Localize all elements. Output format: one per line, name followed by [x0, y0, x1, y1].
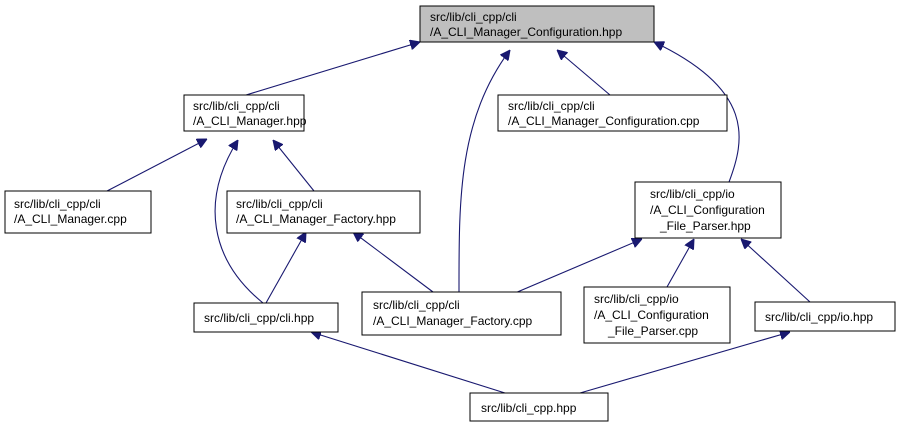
node-parser-cpp[interactable]: src/lib/cli_cpp/io /A_CLI_Configuration … — [583, 286, 731, 344]
edge-parser-hpp-to-configuration-hpp — [654, 42, 740, 183]
node-factory-cpp-line-2: /A_CLI_Manager_Factory.cpp — [373, 314, 533, 328]
node-io-hpp[interactable]: src/lib/cli_cpp/io.hpp — [754, 301, 896, 332]
node-configuration-hpp-line-2: /A_CLI_Manager_Configuration.hpp — [430, 25, 622, 39]
edge-io-hpp-to-parser-hpp — [741, 239, 811, 303]
edge-factory-cpp-to-configuration-hpp — [458, 50, 510, 293]
node-io-hpp-line-1: src/lib/cli_cpp/io.hpp — [765, 310, 873, 324]
node-manager-cpp[interactable]: src/lib/cli_cpp/cli /A_CLI_Manager.cpp — [4, 190, 152, 234]
edge-factory-cpp-to-parser-hpp — [507, 239, 642, 297]
node-factory-hpp[interactable]: src/lib/cli_cpp/cli /A_CLI_Manager_Facto… — [226, 190, 421, 234]
node-parser-hpp[interactable]: src/lib/cli_cpp/io /A_CLI_Configuration … — [634, 181, 782, 239]
node-factory-hpp-line-1: src/lib/cli_cpp/cli — [236, 197, 323, 211]
node-configuration-cpp-line-2: /A_CLI_Manager_Configuration.cpp — [508, 114, 700, 128]
edge-factory-hpp-to-manager-hpp — [273, 140, 315, 192]
node-configuration-hpp[interactable]: src/lib/cli_cpp/cli /A_CLI_Manager_Confi… — [419, 5, 655, 43]
node-factory-cpp-line-1: src/lib/cli_cpp/cli — [373, 298, 460, 312]
node-configuration-cpp-line-1: src/lib/cli_cpp/cli — [508, 99, 595, 113]
node-manager-cpp-line-2: /A_CLI_Manager.cpp — [14, 212, 127, 226]
node-cli-hpp[interactable]: src/lib/cli_cpp/cli.hpp — [193, 302, 339, 333]
edge-cli-cpp-hpp-to-cli-hpp — [311, 332, 506, 394]
node-parser-cpp-line-2: /A_CLI_Configuration — [594, 308, 709, 322]
node-manager-hpp[interactable]: src/lib/cli_cpp/cli /A_CLI_Manager.hpp — [183, 94, 307, 132]
edge-manager-cpp-to-manager-hpp — [106, 139, 207, 192]
node-manager-cpp-line-1: src/lib/cli_cpp/cli — [14, 197, 101, 211]
node-cli-cpp-hpp-line-1: src/lib/cli_cpp.hpp — [481, 401, 577, 415]
edge-manager-hpp-to-configuration-hpp — [245, 42, 420, 96]
edge-factory-cpp-to-factory-hpp — [353, 232, 434, 293]
edge-cli-hpp-to-factory-hpp — [265, 232, 306, 304]
node-parser-hpp-line-2: /A_CLI_Configuration — [650, 203, 765, 217]
node-manager-hpp-line-1: src/lib/cli_cpp/cli — [193, 99, 280, 113]
edge-configuration-cpp-to-configuration-hpp — [557, 50, 611, 96]
edge-parser-cpp-to-parser-hpp — [666, 239, 694, 288]
node-parser-cpp-line-1: src/lib/cli_cpp/io — [594, 292, 679, 306]
edge-cli-cpp-hpp-to-io-hpp — [579, 332, 790, 394]
edges — [106, 42, 811, 394]
node-configuration-hpp-line-1: src/lib/cli_cpp/cli — [430, 10, 517, 24]
node-configuration-cpp[interactable]: src/lib/cli_cpp/cli /A_CLI_Manager_Confi… — [497, 94, 728, 132]
node-cli-cpp-hpp[interactable]: src/lib/cli_cpp.hpp — [469, 392, 609, 422]
edge-cli-hpp-to-manager-hpp — [214, 140, 264, 304]
node-manager-hpp-line-2: /A_CLI_Manager.hpp — [193, 114, 307, 128]
node-parser-cpp-line-3: _File_Parser.cpp — [607, 324, 698, 338]
node-cli-hpp-line-1: src/lib/cli_cpp/cli.hpp — [204, 311, 314, 325]
node-parser-hpp-line-1: src/lib/cli_cpp/io — [650, 187, 735, 201]
node-factory-hpp-line-2: /A_CLI_Manager_Factory.hpp — [236, 212, 396, 226]
node-factory-cpp[interactable]: src/lib/cli_cpp/cli /A_CLI_Manager_Facto… — [361, 291, 562, 336]
nodes: src/lib/cli_cpp/cli /A_CLI_Manager_Confi… — [4, 5, 896, 422]
node-parser-hpp-line-3: _File_Parser.hpp — [659, 219, 751, 233]
